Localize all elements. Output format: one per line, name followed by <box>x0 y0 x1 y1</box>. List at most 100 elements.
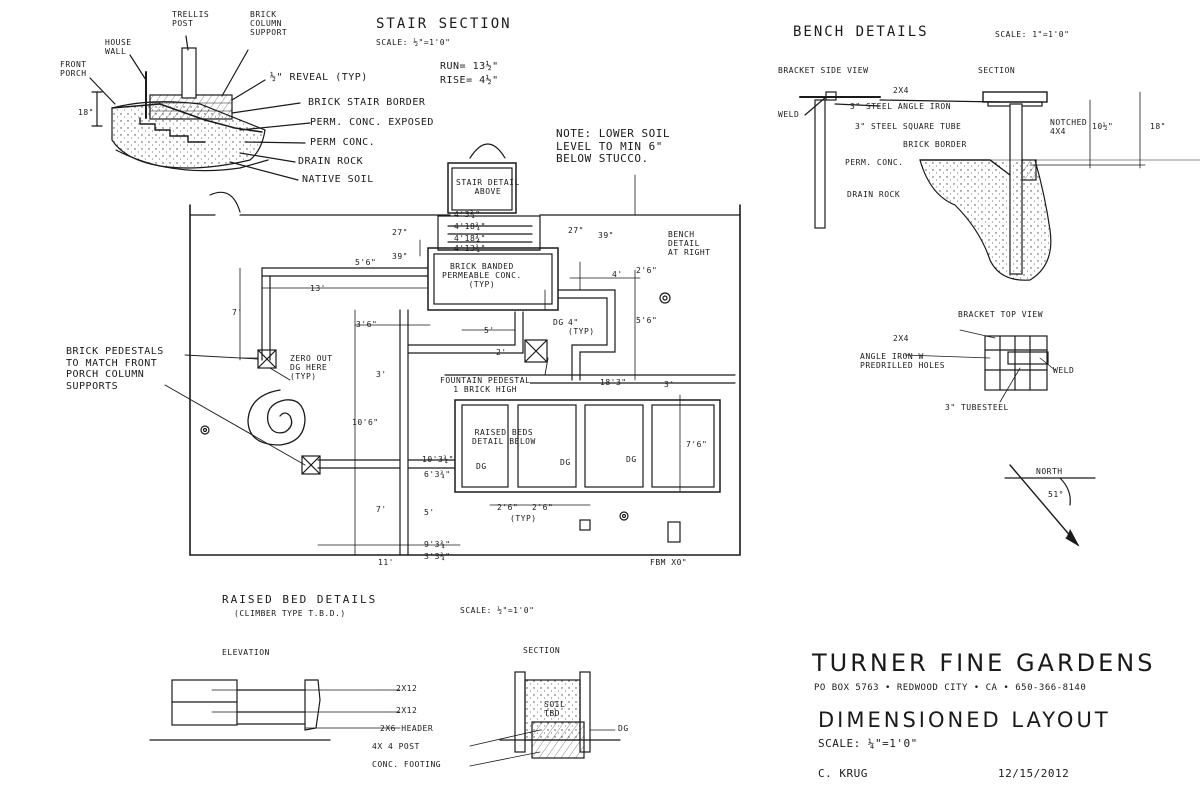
dim: 5' <box>484 326 495 335</box>
north-label: NORTH <box>1036 467 1063 476</box>
dg-label: DG <box>560 458 571 467</box>
stair-rise: RISE= 4½" <box>440 75 499 86</box>
dim: 4'18¾" <box>454 222 486 231</box>
dim: 11' <box>378 558 394 567</box>
bracket-top-view-drawing <box>904 329 1056 403</box>
angle-iron-label: 3" STEEL ANGLE IRON <box>850 102 952 111</box>
dim: 2'6" <box>497 503 519 512</box>
rb-section-label: SECTION <box>523 646 561 655</box>
firm-address: PO BOX 5763 • REDWOOD CITY • CA • 650-36… <box>814 683 1087 693</box>
rb-soil: SOIL TBD <box>544 700 566 719</box>
bench-details-title: BENCH DETAILS <box>793 24 929 40</box>
label-native-soil: NATIVE SOIL <box>302 174 374 185</box>
bench-details-scale: SCALE: 1"=1'0" <box>995 30 1070 39</box>
raised-bed-drawing <box>149 671 621 767</box>
dim: 6'3¾" <box>424 470 451 479</box>
bench-details-drawing <box>799 91 1200 281</box>
bracket-side-view-label: BRACKET SIDE VIEW <box>778 66 869 75</box>
brick-pedestals-label: BRICK PEDESTALS TO MATCH FRONT PORCH COL… <box>66 346 164 392</box>
weld-label: WELD <box>778 110 800 119</box>
bench-drain-rock: DRAIN ROCK <box>847 190 901 199</box>
brick-banded-label: BRICK BANDED PERMEABLE CONC. (TYP) <box>442 262 522 290</box>
label-front-porch: FRONT PORCH <box>60 60 87 79</box>
zero-out-label: ZERO OUT DG HERE (TYP) <box>290 354 333 382</box>
dim: 5'6" <box>636 316 658 325</box>
firm-name: TURNER FINE GARDENS <box>812 649 1156 677</box>
plan-note: NOTE: LOWER SOIL LEVEL TO MIN 6" BELOW S… <box>556 127 670 166</box>
dim: 2'6" <box>636 266 658 275</box>
dim-18-bench: 18" <box>1150 122 1166 131</box>
dim: 3' <box>664 380 675 389</box>
square-tube-label: 3" STEEL SQUARE TUBE <box>855 122 962 131</box>
dg-label: DG <box>476 462 487 471</box>
bracket-2x4: 2X4 <box>893 334 909 343</box>
dim: 4' <box>612 270 623 279</box>
dg-label: DG <box>553 318 564 327</box>
dim: 3' <box>376 370 387 379</box>
dim: 4'3¾" <box>454 210 481 219</box>
dim: 2'6" <box>532 503 554 512</box>
raised-bed-title: RAISED BED DETAILS <box>222 593 378 606</box>
raised-bed-scale: SCALE: ½"=1'0" <box>460 606 535 615</box>
dim: 39" <box>598 231 614 240</box>
label-brick-column: BRICK COLUMN SUPPORT <box>250 10 288 38</box>
bench-detail-label: BENCH DETAIL AT RIGHT <box>668 230 711 258</box>
dim: 7' <box>376 505 387 514</box>
dim: 10'6" <box>352 418 379 427</box>
stair-run: RUN= 13½" <box>440 61 499 72</box>
label-house-wall: HOUSE WALL <box>105 38 132 57</box>
stair-section-drawing <box>89 35 311 181</box>
rb-post: 4X 4 POST <box>372 742 420 751</box>
stair-section-title: STAIR SECTION <box>376 16 512 32</box>
bench-brick-border: BRICK BORDER <box>903 140 967 149</box>
dim: 3'6" <box>356 320 378 329</box>
rb-dg: DG <box>618 724 629 733</box>
bench-perm-conc: PERM. CONC. <box>845 158 904 167</box>
dim: 39" <box>392 252 408 261</box>
site-plan-drawing <box>164 143 741 556</box>
drafter-name: C. KRUG <box>818 767 868 780</box>
label-perm-exposed: PERM. CONC. EXPOSED <box>310 117 434 128</box>
label-perm-conc: PERM CONC. <box>310 137 376 148</box>
notched-4x4-label: NOTCHED 4X4 <box>1050 118 1088 137</box>
section-label: SECTION <box>978 66 1016 75</box>
dim: 7'6" <box>686 440 708 449</box>
tubesteel-label: 3" TUBESTEEL <box>945 403 1009 412</box>
dim-10-5: 10½" <box>1092 122 1114 131</box>
stair-section-scale: SCALE: ½"=1'0" <box>376 38 451 47</box>
raised-bed-subtitle: (CLIMBER TYPE T.B.D.) <box>234 609 346 618</box>
drawing-title: DIMENSIONED LAYOUT <box>818 708 1111 732</box>
drawing-scale: SCALE: ¼"=1'0" <box>818 737 918 750</box>
north-arrow-drawing <box>1004 464 1096 547</box>
dim: 4'13¾" <box>454 244 486 253</box>
dim: 10'3¾" <box>422 455 454 464</box>
fbm-label: FBM X0" <box>650 558 688 567</box>
bracket-weld: WELD <box>1053 366 1075 375</box>
dim: 5' <box>424 508 435 517</box>
rb-footing: CONC. FOOTING <box>372 760 442 769</box>
dim: 18'3" <box>600 378 627 387</box>
label-drain-rock: DRAIN ROCK <box>298 156 364 167</box>
fountain-label: FOUNTAIN PEDESTAL 1 BRICK HIGH <box>440 376 531 395</box>
dim: 7' <box>232 308 243 317</box>
dim: (TYP) <box>510 514 537 523</box>
dim: 13' <box>310 284 326 293</box>
rb-2x12-b: 2X12 <box>396 706 418 715</box>
bracket-top-view-title: BRACKET TOP VIEW <box>958 310 1044 319</box>
stair-detail-above: STAIR DETAIL ABOVE <box>456 178 520 197</box>
dim: 27" <box>568 226 584 235</box>
rb-header: 2X6 HEADER <box>380 724 434 733</box>
dim: 3'3¾" <box>424 552 451 561</box>
dg-label: DG <box>626 455 637 464</box>
label-reveal: ½" REVEAL (TYP) <box>270 72 368 83</box>
rb-2x12-a: 2X12 <box>396 684 418 693</box>
dim-18: 18" <box>78 108 94 117</box>
bench-2x4: 2X4 <box>893 86 909 95</box>
dim: 2' <box>496 348 507 357</box>
dim: 9'3¾" <box>424 540 451 549</box>
angle-iron-predrilled: ANGLE IRON W PREDRILLED HOLES <box>860 352 946 371</box>
dim: 27" <box>392 228 408 237</box>
label-trellis-post: TRELLIS POST <box>172 10 210 29</box>
